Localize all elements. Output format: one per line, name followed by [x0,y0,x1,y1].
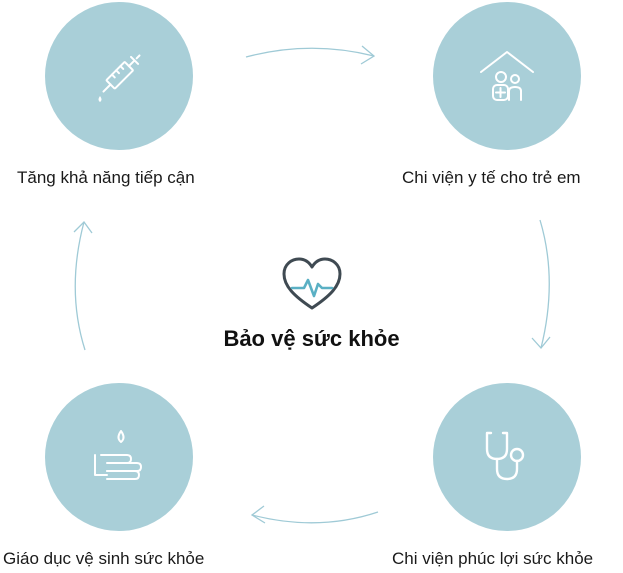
syringe-icon [98,54,141,102]
node-label-access: Tăng khả năng tiếp cận [17,168,195,187]
house-people-medical-icon [480,51,534,101]
hand-washing-icon [94,430,142,480]
center-title: Bảo vệ sức khỏe [223,326,400,351]
node-circle-hygiene-education [45,383,193,531]
node-label-hygiene-education: Giáo dục vệ sinh sức khỏe [3,549,205,568]
node-label-children-medical: Chi viện y tế cho trẻ em [402,168,581,187]
arrowhead-bottom [250,505,266,524]
arrow-bottom [251,511,379,524]
stethoscope-icon [485,431,525,481]
arrowhead-left [73,221,93,234]
arrow-top [245,47,375,58]
node-circle-children-medical [433,2,581,150]
heart-pulse-icon [282,257,342,310]
arrow-left [74,221,86,351]
node-circle-access [45,2,193,150]
node-label-health-welfare: Chi viện phúc lợi sức khỏe [392,549,594,568]
arrowhead-top [360,45,376,65]
arrow-right [539,219,550,349]
node-circle-health-welfare [433,383,581,531]
arrowhead-right [531,336,551,349]
